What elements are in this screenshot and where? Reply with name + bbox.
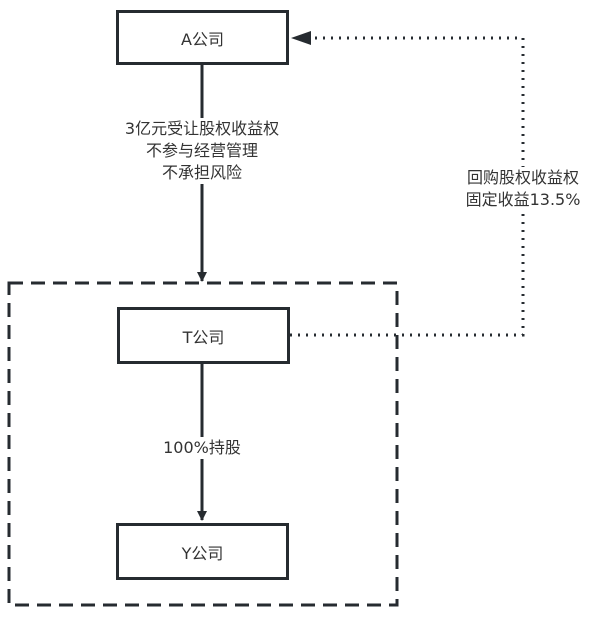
node-y-company[interactable]: Y公司 xyxy=(116,523,289,580)
node-y-label: Y公司 xyxy=(181,543,224,563)
node-t-company[interactable]: T公司 xyxy=(117,307,290,364)
group-container xyxy=(7,281,399,607)
node-a-label: A公司 xyxy=(181,29,224,49)
edge-label-line: 固定收益13.5% xyxy=(465,190,581,209)
node-t-label: T公司 xyxy=(182,327,225,347)
arrow-t-to-a-buyback xyxy=(290,36,525,337)
edge-label-line: 3亿元受让股权收益权 xyxy=(124,119,280,138)
edge-label-line: 不承担风险 xyxy=(161,163,242,182)
edge-label-buyback: 回购股权收益权 固定收益13.5% xyxy=(453,167,593,211)
edge-label-line: 不参与经营管理 xyxy=(145,141,258,160)
edge-label-a-to-t: 3亿元受让股权收益权 不参与经营管理 不承担风险 xyxy=(102,118,302,184)
edge-label-t-to-y: 100%持股 xyxy=(152,437,252,459)
arrowhead-buyback xyxy=(291,31,311,45)
node-a-company[interactable]: A公司 xyxy=(116,10,289,65)
edge-label-line: 回购股权收益权 xyxy=(466,168,579,187)
